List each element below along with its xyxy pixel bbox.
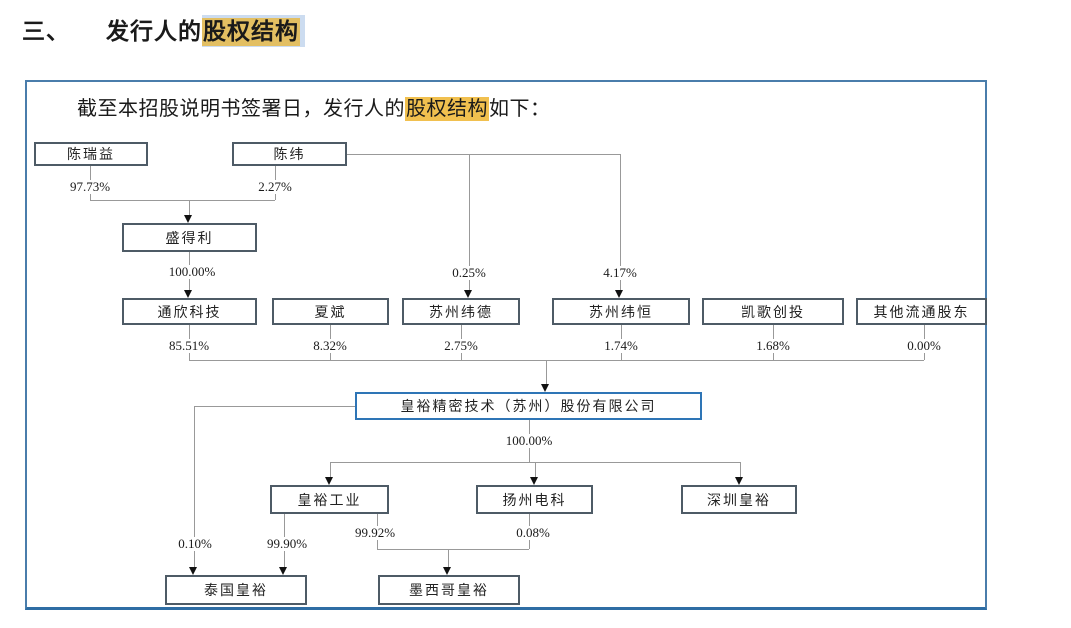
connector-line: [347, 154, 620, 155]
intro-sentence: 截至本招股说明书签署日，发行人的股权结构如下：: [77, 97, 551, 121]
connector-line: [194, 406, 195, 568]
connector-line: [189, 200, 190, 216]
arrow-down-icon: [735, 477, 743, 485]
connector-line: [448, 549, 449, 568]
node-chenruiyi: 陈瑞益: [34, 142, 148, 166]
connector-line: [90, 200, 275, 201]
arrow-down-icon: [541, 384, 549, 392]
arrow-down-icon: [615, 290, 623, 298]
percent-label-p10: 1.68%: [753, 339, 793, 353]
title-highlight: 股权结构: [202, 18, 300, 47]
percent-label-p14: 99.90%: [263, 537, 311, 551]
connector-line: [330, 462, 331, 478]
percent-label-p5: 4.17%: [600, 266, 640, 280]
section-number: 三、: [22, 19, 70, 44]
percent-label-p8: 2.75%: [441, 339, 481, 353]
arrow-down-icon: [464, 290, 472, 298]
node-szwd: 苏州纬德: [402, 298, 520, 325]
intro-highlight: 股权结构: [405, 97, 489, 121]
percent-label-p1: 97.73%: [66, 180, 114, 194]
percent-label-p2: 2.27%: [255, 180, 295, 194]
connector-line: [377, 549, 529, 550]
connector-line: [740, 462, 741, 478]
connector-line: [194, 406, 355, 407]
section-title: 发行人的股权结构: [106, 12, 305, 48]
node-mexico: 墨西哥皇裕: [378, 575, 520, 605]
arrow-down-icon: [279, 567, 287, 575]
node-kaige: 凯歌创投: [702, 298, 844, 325]
connector-line: [546, 360, 547, 385]
node-tongxin: 通欣科技: [122, 298, 257, 325]
node-szwh: 苏州纬恒: [552, 298, 690, 325]
node-szhy: 深圳皇裕: [681, 485, 797, 514]
connector-line: [535, 462, 536, 478]
node-chenwei: 陈纬: [232, 142, 347, 166]
arrow-down-icon: [325, 477, 333, 485]
percent-label-p15: 99.92%: [351, 526, 399, 540]
node-yzdk: 扬州电科: [476, 485, 593, 514]
arrow-down-icon: [443, 567, 451, 575]
connector-line: [469, 154, 470, 291]
node-company: 皇裕精密技术（苏州）股份有限公司: [355, 392, 702, 420]
percent-label-p3: 100.00%: [165, 265, 219, 279]
node-shengdeli: 盛得利: [122, 223, 257, 252]
percent-label-p4: 0.25%: [449, 266, 489, 280]
equity-structure-panel: 截至本招股说明书签署日，发行人的股权结构如下： 陈瑞益陈纬盛得利通欣科技夏斌苏州…: [25, 80, 987, 610]
node-hyind: 皇裕工业: [270, 485, 389, 514]
percent-label-p16: 0.08%: [513, 526, 553, 540]
arrow-down-icon: [184, 290, 192, 298]
percent-label-p6: 85.51%: [165, 339, 213, 353]
node-other: 其他流通股东: [856, 298, 987, 325]
node-xiabin: 夏斌: [272, 298, 389, 325]
node-thailand: 泰国皇裕: [165, 575, 307, 605]
percent-label-p13: 0.10%: [175, 537, 215, 551]
arrow-down-icon: [189, 567, 197, 575]
title-highlight-outer: 股权结构: [202, 15, 305, 48]
connector-line: [189, 360, 924, 361]
arrow-down-icon: [530, 477, 538, 485]
arrow-down-icon: [184, 215, 192, 223]
percent-label-p12: 100.00%: [502, 434, 556, 448]
section-heading: 三、 发行人的股权结构: [22, 12, 305, 48]
percent-label-p9: 1.74%: [601, 339, 641, 353]
connector-line: [620, 154, 621, 291]
percent-label-p11: 0.00%: [904, 339, 944, 353]
percent-label-p7: 8.32%: [310, 339, 350, 353]
